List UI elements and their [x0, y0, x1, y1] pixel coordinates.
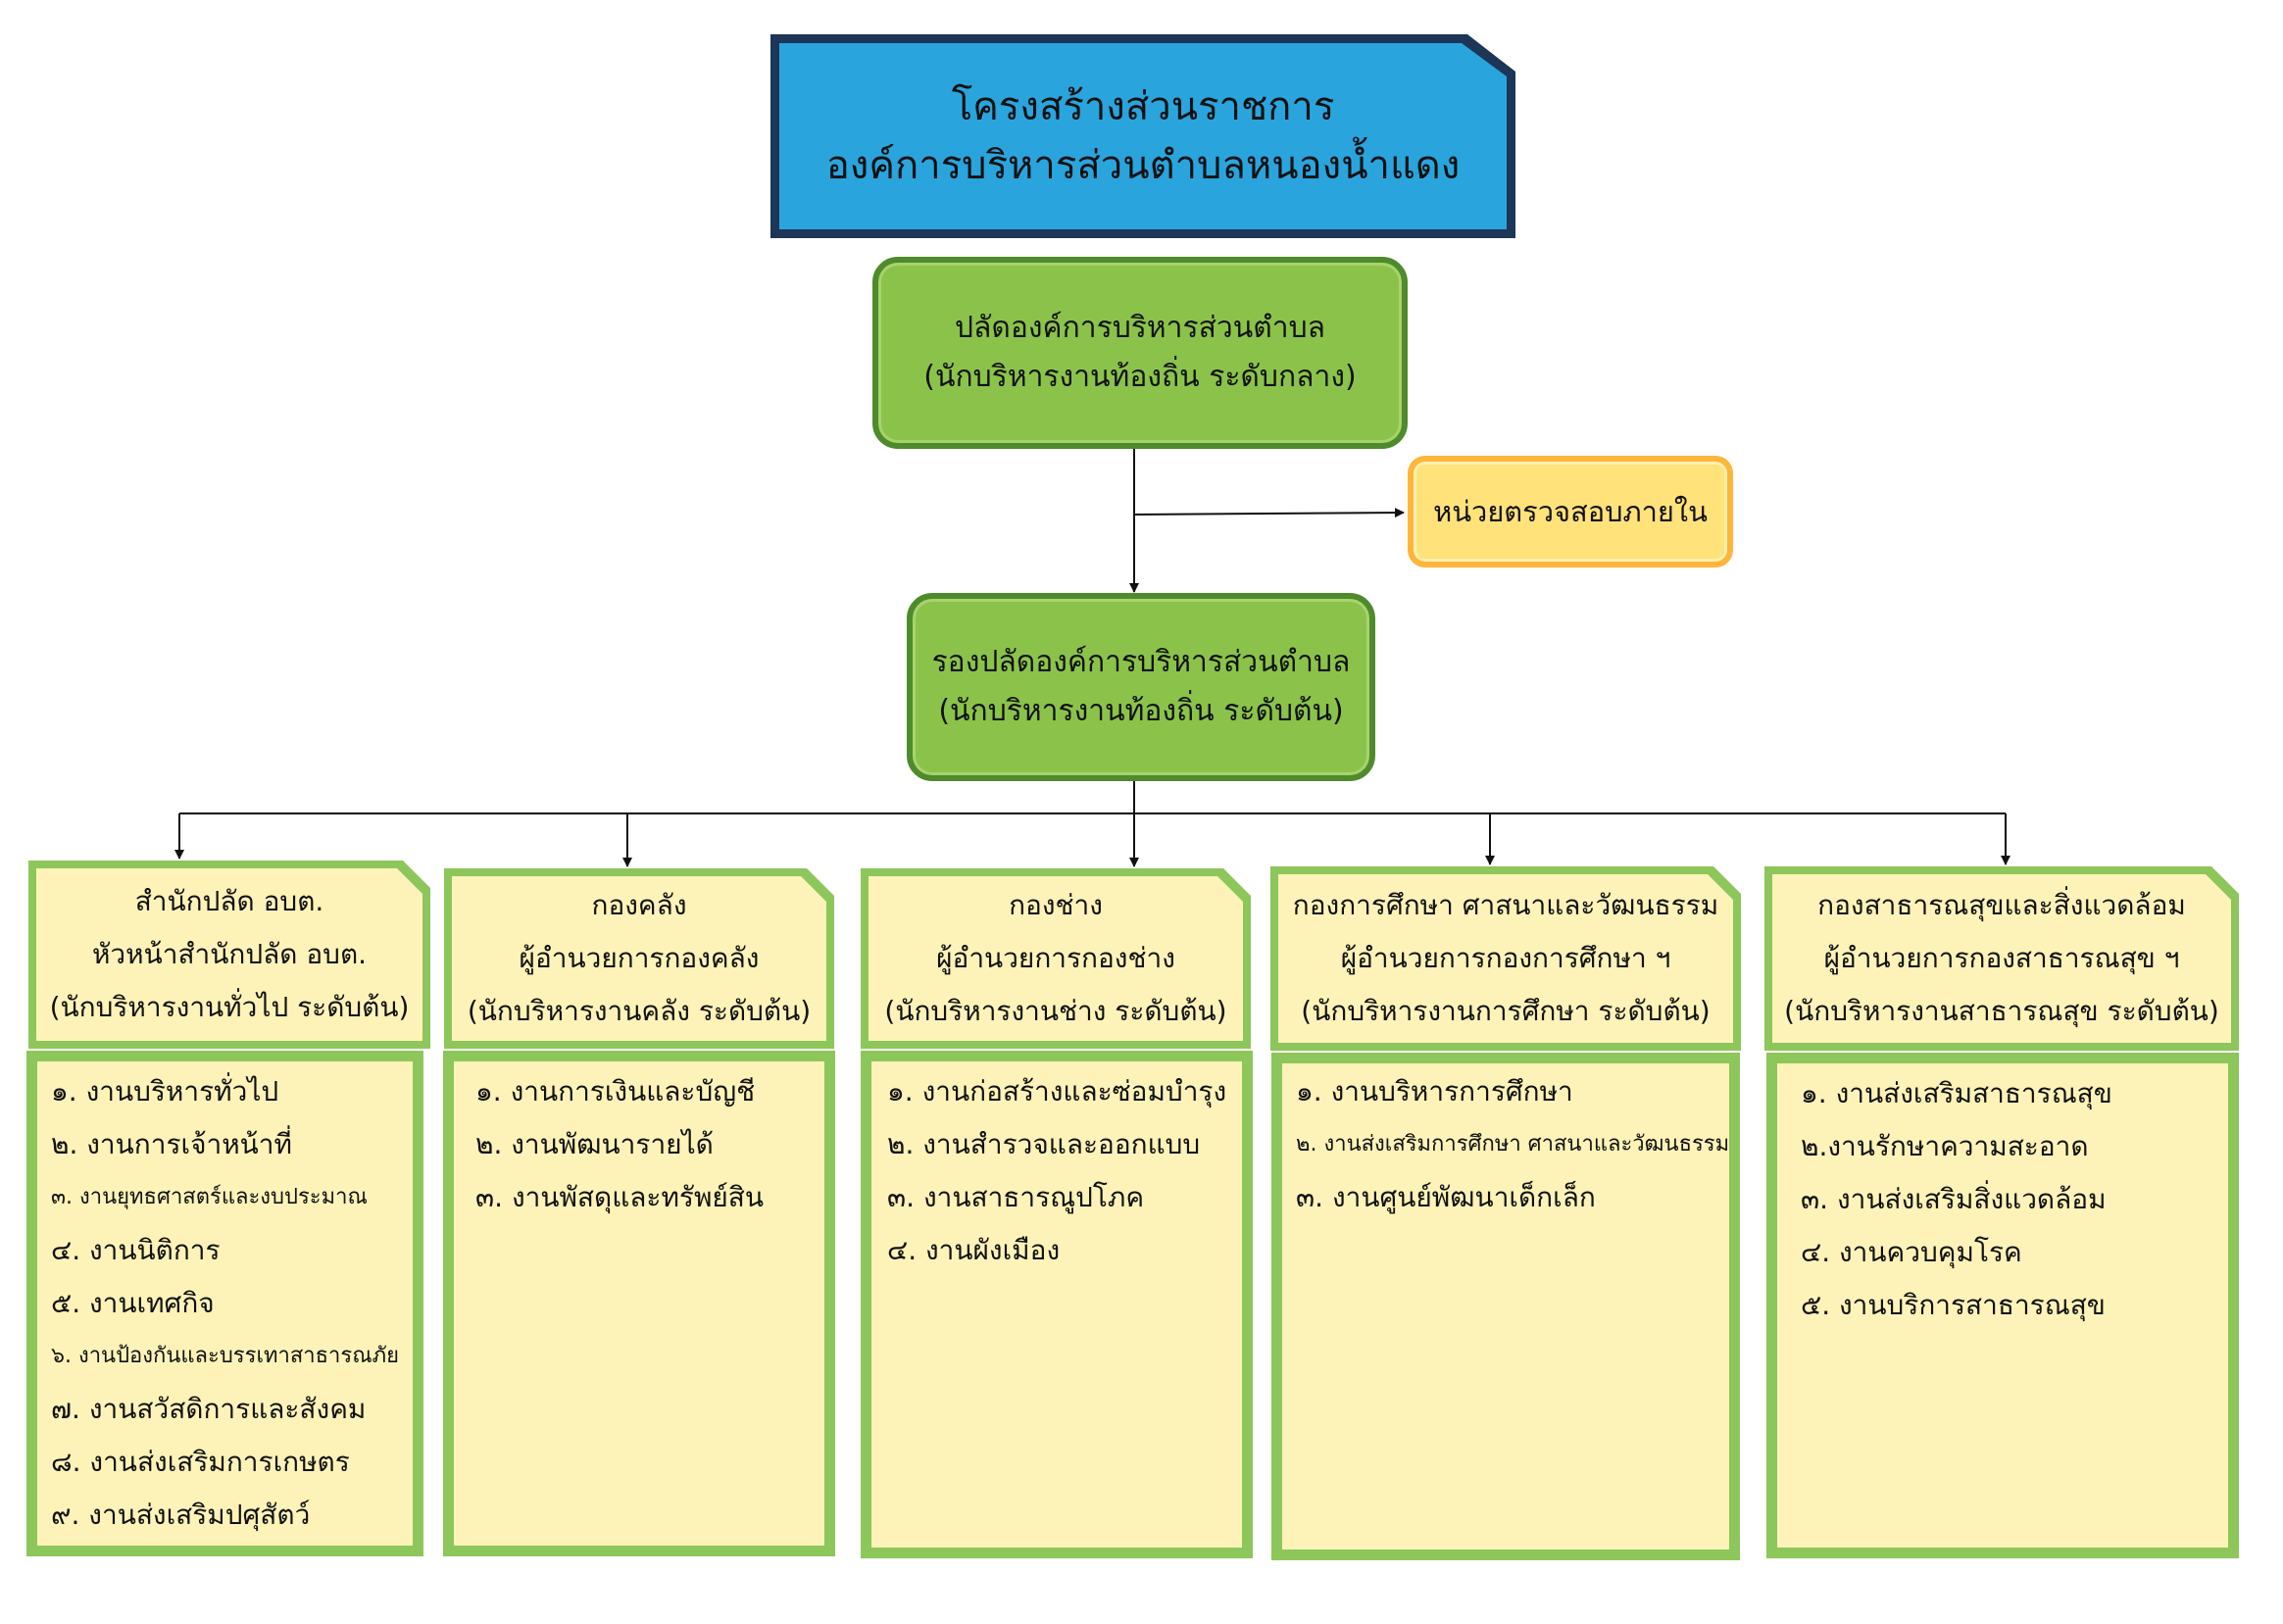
internal-audit-box: หน่วยตรวจสอบภายใน	[1408, 456, 1733, 567]
division-3-task-list: ๑. งานก่อสร้างและซ่อมบำรุง ๒. งานสำรวจแล…	[869, 1058, 1245, 1550]
division-3-name: กองช่าง	[1009, 889, 1103, 921]
list-item: ๘. งานส่งเสริมการเกษตร	[51, 1446, 350, 1478]
title-line-2: องค์การบริหารส่วนตำบลหนองน้ำแดง	[825, 143, 1461, 188]
deputy-administrator-box: รองปลัดองค์การบริหารส่วนตำบล (นักบริหารง…	[907, 593, 1375, 781]
list-item: ๓. งานยุทธศาสตร์และงบประมาณ	[51, 1185, 368, 1209]
internal-audit-label: หน่วยตรวจสอบภายใน	[1433, 495, 1708, 528]
list-item: ๗. งานสวัสดิการและสังคม	[51, 1393, 367, 1425]
list-item: ๔. งานนิติการ	[51, 1234, 221, 1266]
division-3-header: กองช่าง ผู้อำนวยการกองช่าง (นักบริหารงาน…	[869, 876, 1243, 1041]
division-5-rank: (นักบริหารงานสาธารณสุข ระดับต้น)	[1784, 995, 2219, 1027]
division-5-task-list: ๑. งานส่งเสริมสาธารณสุข ๒.งานรักษาความสะ…	[1774, 1060, 2231, 1550]
division-1-task-list: ๑. งานบริหารทั่วไป ๒. งานการเจ้าหน้าที่ …	[34, 1058, 416, 1549]
chief-administrator-box: ปลัดองค์การบริหารส่วนตำบล (นักบริหารงานท…	[872, 257, 1408, 449]
list-item: ๑. งานก่อสร้างและซ่อมบำรุง	[887, 1075, 1227, 1107]
division-2-name: กองคลัง	[591, 889, 687, 921]
list-item: ๑. งานการเงินและบัญชี	[475, 1075, 756, 1107]
division-1-head: หัวหน้าสำนักปลัด อบต.	[91, 938, 368, 970]
division-4-rank: (นักบริหารงานการศึกษา ระดับต้น)	[1301, 995, 1711, 1027]
chief-rank: (นักบริหารงานท้องถิ่น ระดับกลาง)	[923, 360, 1357, 394]
deputy-rank: (นักบริหารงานท้องถิ่น ระดับต้น)	[938, 694, 1344, 728]
list-item: ๒. งานพัฒนารายได้	[475, 1128, 714, 1160]
org-title-box: โครงสร้างส่วนราชการ องค์การบริหารส่วนตำบ…	[779, 43, 1507, 229]
division-4-header: กองการศึกษา ศาสนาและวัฒนธรรม ผู้อำนวยการ…	[1278, 874, 1733, 1043]
division-4-name: กองการศึกษา ศาสนาและวัฒนธรรม	[1292, 889, 1719, 921]
division-5-name: กองสาธารณสุขและสิ่งแวดล้อม	[1817, 889, 2186, 921]
division-2-rank: (นักบริหารงานคลัง ระดับต้น)	[467, 995, 812, 1027]
list-item: ๑. งานบริหารทั่วไป	[51, 1075, 279, 1107]
division-1-header: สำนักปลัด อบต. หัวหน้าสำนักปลัด อบต. (นั…	[36, 868, 422, 1041]
list-item: ๒.งานรักษาความสะอาด	[1801, 1130, 2089, 1162]
division-4-head: ผู้อำนวยการกองการศึกษา ฯ	[1340, 942, 1671, 974]
division-4-task-list: ๑. งานบริหารการศึกษา ๒. งานส่งเสริมการศึ…	[1279, 1060, 1732, 1552]
list-item: ๓. งานศูนย์พัฒนาเด็กเล็ก	[1296, 1181, 1596, 1213]
title-line-1: โครงสร้างส่วนราชการ	[951, 84, 1335, 129]
list-item: ๓. งานสาธารณูปโภค	[887, 1181, 1145, 1213]
division-3-rank: (นักบริหารงานช่าง ระดับต้น)	[884, 995, 1227, 1027]
list-item: ๕. งานบริการสาธารณสุข	[1801, 1289, 2106, 1321]
division-1-rank: (นักบริหารงานทั่วไป ระดับต้น)	[49, 991, 410, 1023]
division-3-head: ผู้อำนวยการกองช่าง	[936, 942, 1175, 974]
list-item: ๖. งานป้องกันและบรรเทาสาธารณภัย	[51, 1344, 399, 1368]
division-2-header: กองคลัง ผู้อำนวยการกองคลัง (นักบริหารงาน…	[452, 876, 826, 1041]
list-item: ๓. งานพัสดุและทรัพย์สิน	[475, 1181, 765, 1213]
division-2-task-list: ๑. งานการเงินและบัญชี ๒. งานพัฒนารายได้ …	[451, 1058, 827, 1549]
list-item: ๒. งานการเจ้าหน้าที่	[51, 1128, 292, 1160]
list-item: ๔. งานควบคุมโรค	[1801, 1236, 2022, 1268]
list-item: ๑. งานบริหารการศึกษา	[1296, 1075, 1573, 1107]
division-5-head: ผู้อำนวยการกองสาธารณสุข ฯ	[1823, 942, 2180, 974]
list-item: ๔. งานผังเมือง	[887, 1234, 1061, 1266]
list-item: ๒. งานสำรวจและออกแบบ	[887, 1128, 1201, 1160]
list-item: ๑. งานส่งเสริมสาธารณสุข	[1801, 1077, 2112, 1109]
chief-title: ปลัดองค์การบริหารส่วนตำบล	[954, 311, 1326, 345]
list-item: ๕. งานเทศกิจ	[51, 1287, 215, 1319]
division-5-header: กองสาธารณสุขและสิ่งแวดล้อม ผู้อำนวยการกอ…	[1772, 874, 2231, 1043]
deputy-title: รองปลัดองค์การบริหารส่วนตำบล	[931, 645, 1351, 679]
division-1-name: สำนักปลัด อบต.	[134, 885, 324, 917]
list-item: ๒. งานส่งเสริมการศึกษา ศาสนาและวัฒนธรรม	[1296, 1132, 1729, 1156]
list-item: ๙. งานส่งเสริมปศุสัตว์	[51, 1499, 311, 1531]
list-item: ๓. งานส่งเสริมสิ่งแวดล้อม	[1801, 1183, 2107, 1215]
chief-to-audit-line	[1133, 508, 1405, 518]
division-2-head: ผู้อำนวยการกองคลัง	[519, 942, 760, 974]
